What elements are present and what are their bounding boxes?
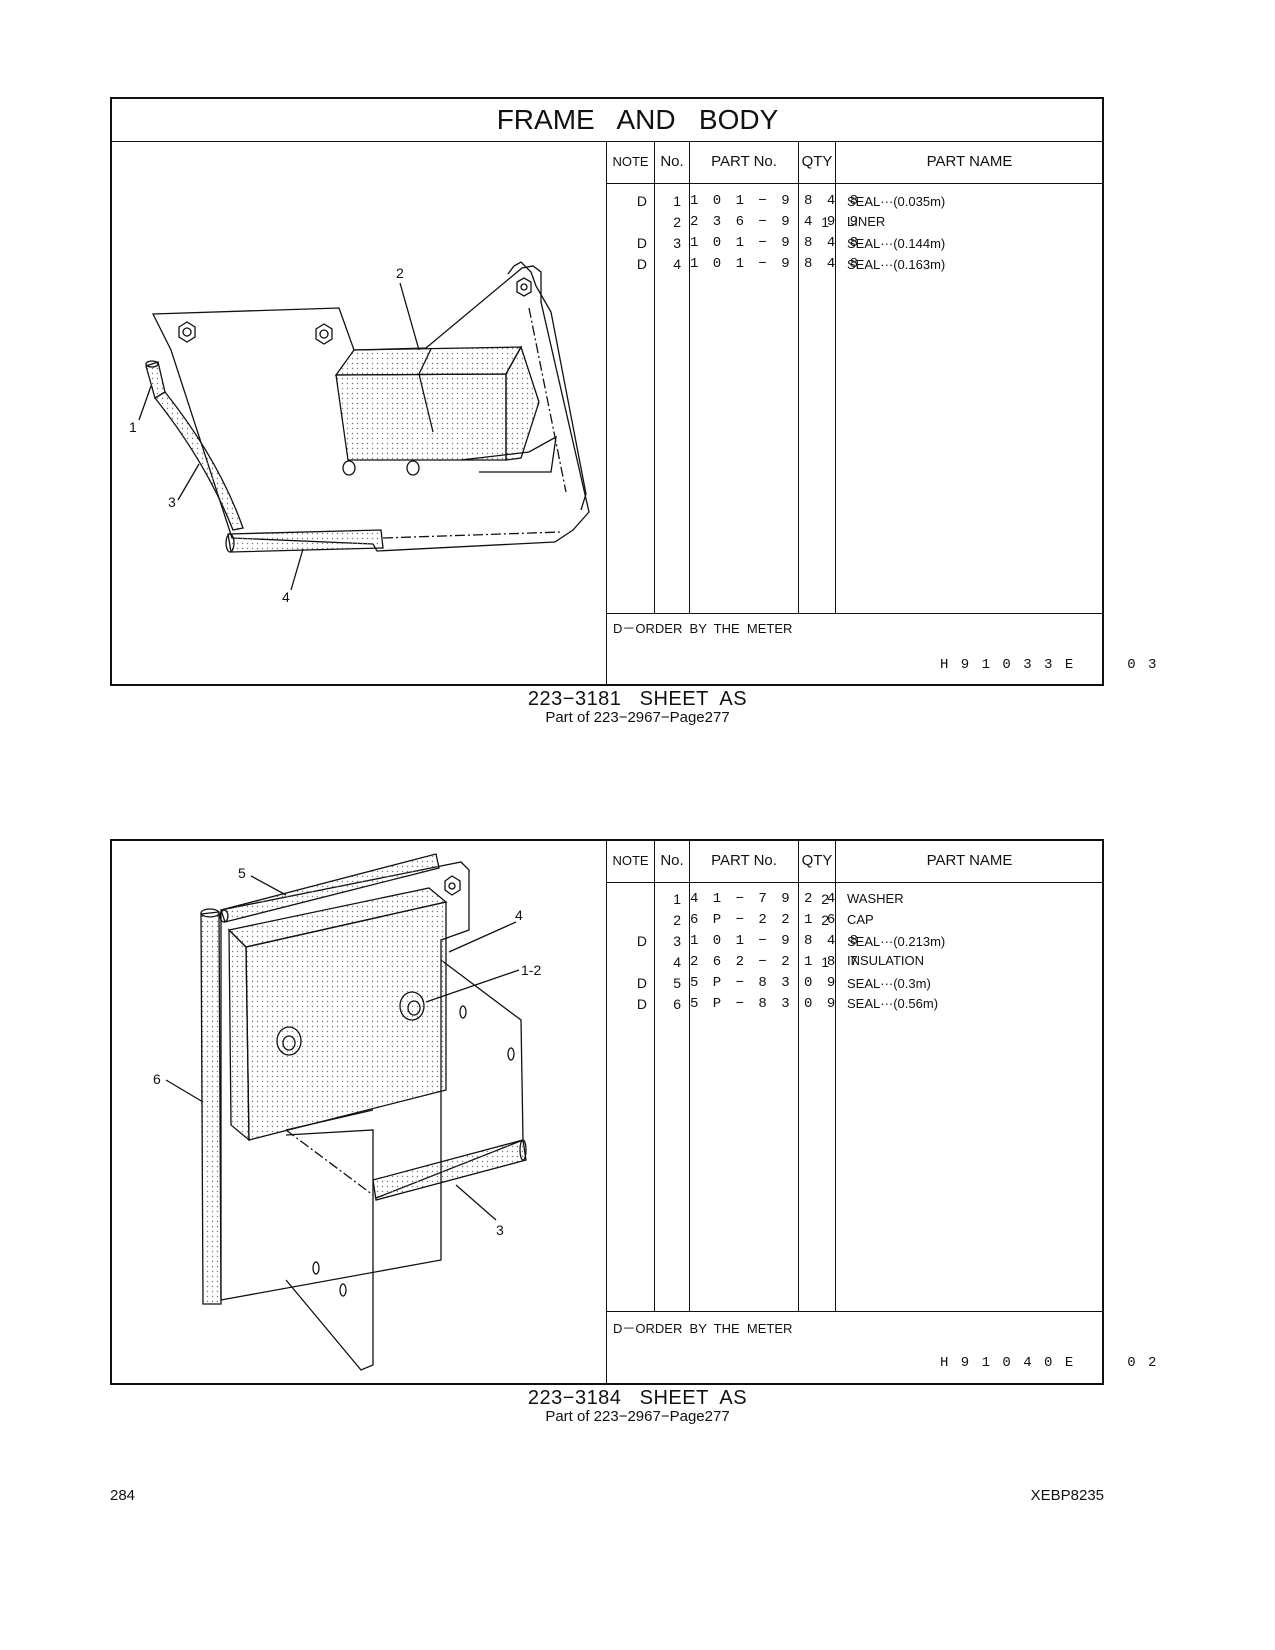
page-number: 284 xyxy=(110,1487,136,1504)
footer-note: D－ORDER BY THE METER xyxy=(613,621,793,636)
row-note: D xyxy=(636,975,647,991)
illustration-code: H 9 1 0 4 0 E 0 2 xyxy=(940,1355,1159,1371)
exploded-view-illustration-2: 5 4 1-2 6 3 xyxy=(153,853,541,1371)
row-part-name: LINER xyxy=(847,214,886,229)
row-part-name: SEAL···(0.163m) xyxy=(847,257,946,272)
row-part-no: 2 6 2 − 2 1 8 7 xyxy=(690,954,862,970)
row-no: 3 xyxy=(673,933,681,949)
parts-frame-1 xyxy=(110,97,1104,686)
callout-1-2: 1-2 xyxy=(521,962,541,978)
header-divider xyxy=(607,882,1103,883)
col-header-part-no: PART No. xyxy=(711,852,777,869)
page-title: FRAME AND BODY xyxy=(496,104,779,135)
col-divider-partno xyxy=(798,840,799,1311)
col-header-note: NOTE xyxy=(612,154,649,169)
callout-6: 6 xyxy=(153,1071,161,1087)
col-divider-note xyxy=(654,142,655,613)
row-note: D xyxy=(636,235,647,251)
callout-2: 2 xyxy=(396,265,404,281)
part-of-ref-2: Part of 223−2967−Page277 xyxy=(545,1408,730,1425)
col-header-part-name: PART NAME xyxy=(926,852,1013,869)
col-header-no: No. xyxy=(660,153,684,170)
col-divider-no xyxy=(689,142,690,613)
row-no: 1 xyxy=(673,193,681,209)
footer-divider xyxy=(607,1311,1103,1312)
parts-frame-2 xyxy=(110,839,1104,1385)
col-header-qty: QTY xyxy=(801,852,833,869)
col-header-note: NOTE xyxy=(612,853,649,868)
col-divider-no xyxy=(689,840,690,1311)
row-part-no: 1 0 1 − 9 8 4 8 xyxy=(690,235,862,251)
row-qty: 1 xyxy=(821,214,829,230)
row-part-no: 6 P − 2 2 1 6 xyxy=(690,912,839,928)
callout-3: 3 xyxy=(496,1222,504,1238)
exploded-view-illustration-1: 2 1 3 4 xyxy=(129,261,590,605)
row-part-no: 4 1 − 7 9 2 4 xyxy=(690,891,839,907)
row-part-no: 2 3 6 − 9 4 9 9 xyxy=(690,214,862,230)
col-header-no: No. xyxy=(660,852,684,869)
callout-4: 4 xyxy=(282,589,290,605)
row-part-no: 5 P − 8 3 0 9 xyxy=(690,975,839,991)
row-qty: 2 xyxy=(821,891,829,907)
footer-note: D－ORDER BY THE METER xyxy=(613,1321,793,1336)
callout-5: 5 xyxy=(238,865,246,881)
row-note: D xyxy=(636,996,647,1012)
sheet-title-2: 223−3184 SHEET AS xyxy=(527,1387,748,1409)
header-divider xyxy=(607,183,1103,184)
callout-3: 3 xyxy=(168,494,176,510)
row-part-no: 1 0 1 − 9 8 4 8 xyxy=(690,193,862,209)
callout-4: 4 xyxy=(515,907,523,923)
row-part-name: SEAL···(0.035m) xyxy=(847,194,946,209)
sheet-title-1: 223−3181 SHEET AS xyxy=(527,688,748,710)
callout-1: 1 xyxy=(129,419,137,435)
row-no: 3 xyxy=(673,235,681,251)
title-divider xyxy=(111,141,1103,142)
row-part-no: 1 0 1 − 9 8 4 8 xyxy=(690,933,862,949)
col-divider-partno xyxy=(798,142,799,613)
row-no: 6 xyxy=(673,996,681,1012)
col-header-part-name: PART NAME xyxy=(926,153,1013,170)
row-part-no: 1 0 1 − 9 8 4 8 xyxy=(690,256,862,272)
document-code: XEBP8235 xyxy=(1030,1487,1104,1504)
part-of-ref-1: Part of 223−2967−Page277 xyxy=(545,709,730,726)
row-no: 4 xyxy=(673,256,681,272)
row-qty: 1 xyxy=(821,954,829,970)
row-qty: 2 xyxy=(821,912,829,928)
row-part-name: SEAL···(0.144m) xyxy=(847,236,946,251)
col-header-part-no: PART No. xyxy=(711,153,777,170)
row-part-name: SEAL···(0.3m) xyxy=(847,976,931,991)
row-note: D xyxy=(636,193,647,209)
col-divider-qty xyxy=(835,840,836,1311)
row-part-name: WASHER xyxy=(847,891,904,906)
illustration-code: H 9 1 0 3 3 E 0 3 xyxy=(940,657,1159,673)
row-no: 2 xyxy=(673,214,681,230)
row-note: D xyxy=(636,256,647,272)
col-header-qty: QTY xyxy=(801,153,833,170)
row-note: D xyxy=(636,933,647,949)
row-part-name: SEAL···(0.56m) xyxy=(847,996,939,1011)
col-divider-qty xyxy=(835,142,836,613)
row-part-name: SEAL···(0.213m) xyxy=(847,934,946,949)
table-left-border xyxy=(606,142,607,685)
footer-divider xyxy=(607,613,1103,614)
row-no: 2 xyxy=(673,912,681,928)
row-no: 4 xyxy=(673,954,681,970)
row-no: 5 xyxy=(673,975,681,991)
table-left-border xyxy=(606,840,607,1384)
row-part-name: INSULATION xyxy=(847,953,925,968)
row-part-name: CAP xyxy=(847,912,874,927)
col-divider-note xyxy=(654,840,655,1311)
row-no: 1 xyxy=(673,891,681,907)
row-part-no: 5 P − 8 3 0 9 xyxy=(690,996,839,1012)
